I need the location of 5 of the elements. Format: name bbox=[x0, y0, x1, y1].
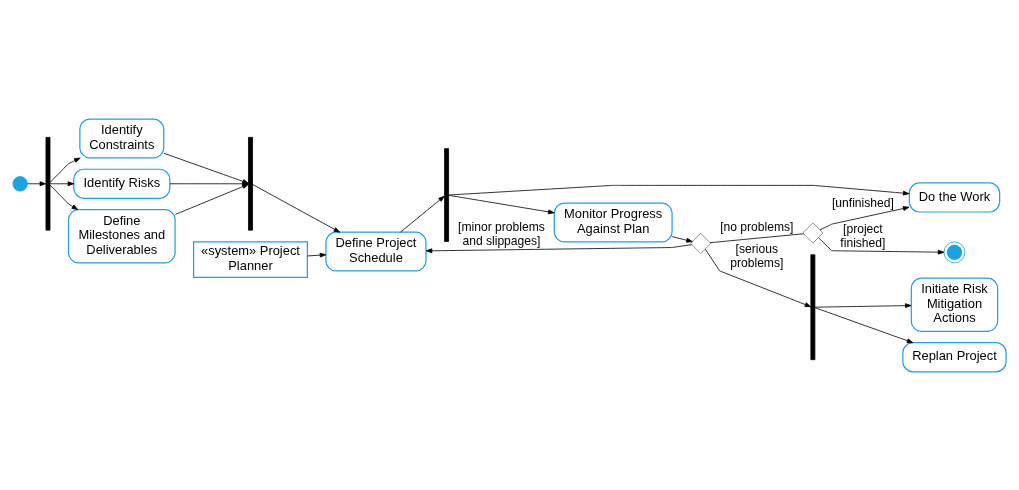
edge-label: [serious problems] bbox=[730, 241, 784, 270]
edge-label: [unfinished] bbox=[831, 195, 894, 210]
edge-label: [project finished] bbox=[840, 221, 886, 250]
edge-label: [minor problems and slippages] bbox=[458, 219, 545, 248]
edge-label: [no problems] bbox=[720, 219, 794, 234]
